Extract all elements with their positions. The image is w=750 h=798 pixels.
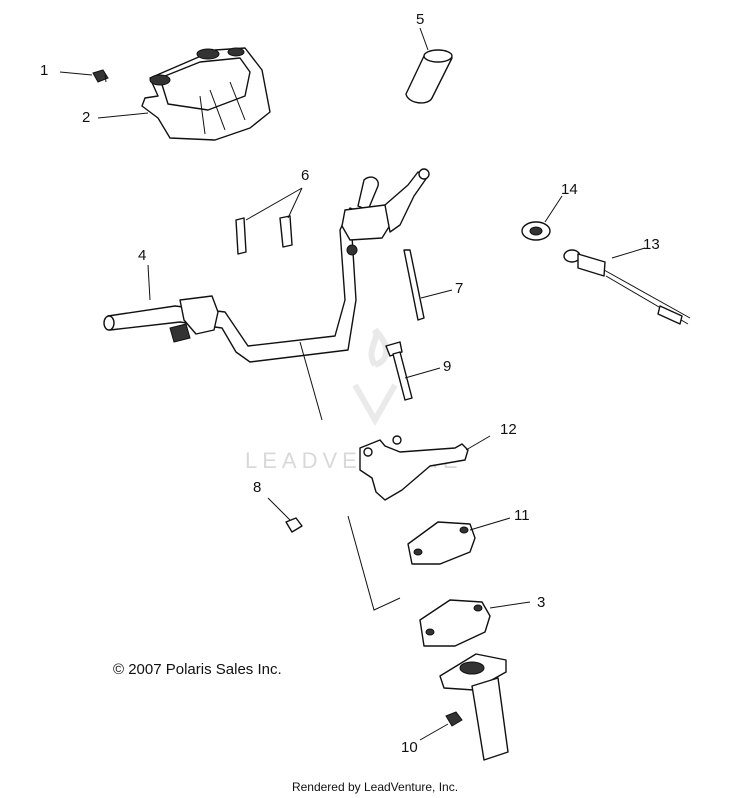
- part-2-pod-housing: [141, 47, 271, 141]
- part-3-lower-clamp: [419, 599, 531, 647]
- leader-1: [104, 74, 107, 83]
- callout-3: 3: [537, 594, 546, 611]
- part-13-cable: [563, 247, 691, 325]
- part-1-screw: [59, 69, 109, 83]
- callout-9: 9: [443, 358, 452, 375]
- part-6-brackets: [235, 187, 303, 255]
- leader-2: [97, 112, 149, 119]
- steering-post: [439, 653, 509, 761]
- part-14-nut: [521, 195, 563, 241]
- group-leader: [347, 515, 401, 611]
- part-11-upper-clamp: [407, 517, 511, 565]
- callout-8: 8: [253, 479, 262, 496]
- callout-13: 13: [643, 236, 660, 253]
- callout-7: 7: [455, 280, 464, 297]
- callout-4: 4: [138, 247, 147, 264]
- part-10-nut: [419, 711, 463, 741]
- part-7-cable-tie: [403, 249, 453, 321]
- part-4-handlebar: [103, 207, 361, 421]
- callout-2: 2: [82, 109, 91, 126]
- watermark-logo: [352, 327, 398, 427]
- part-9-bolt: [385, 341, 441, 401]
- callout-1: 1: [40, 62, 49, 79]
- copyright-text: © 2007 Polaris Sales Inc.: [113, 661, 282, 678]
- footer-credit: Rendered by LeadVenture, Inc.: [291, 780, 459, 794]
- part-8-bolt: [267, 497, 303, 533]
- callout-14: 14: [561, 181, 578, 198]
- callout-6: 6: [301, 167, 310, 184]
- part-12-bracket: [359, 435, 491, 501]
- callout-10: 10: [401, 739, 418, 756]
- callout-12: 12: [500, 421, 517, 438]
- callout-11: 11: [514, 507, 530, 524]
- brake-lever-assembly: [341, 168, 430, 256]
- callout-5: 5: [416, 11, 425, 28]
- part-5-grip: [405, 27, 453, 104]
